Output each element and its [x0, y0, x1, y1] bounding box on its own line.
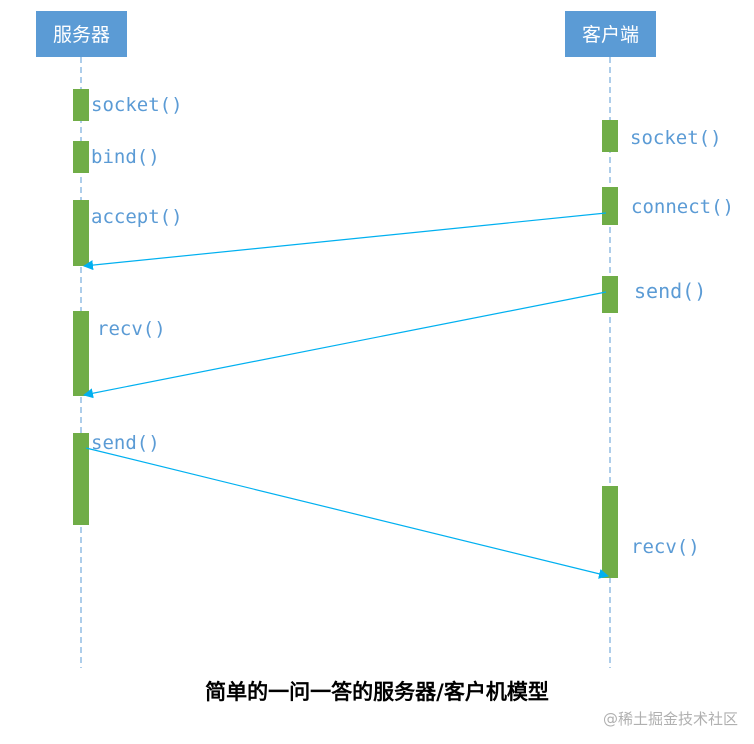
- server-socket-activation: [73, 89, 89, 121]
- watermark: @稀土掘金技术社区: [602, 710, 738, 728]
- client-recv-label: recv(): [631, 536, 700, 558]
- server-accept-label: accept(): [91, 206, 183, 228]
- client-connect-activation: [602, 187, 618, 225]
- diagram-caption: 简单的一问一答的服务器/客户机模型: [205, 679, 549, 704]
- client-socket-label: socket(): [630, 127, 722, 149]
- connect-message-arrow: [83, 212, 607, 271]
- client-send-label: send(): [634, 279, 706, 303]
- client-header-label: 客户端: [582, 24, 639, 46]
- client-header: 客户端: [565, 11, 656, 57]
- client-recv-activation: [602, 486, 618, 578]
- server-send-activation: [73, 433, 89, 525]
- server-socket-label: socket(): [91, 94, 183, 116]
- server-send-message-arrow: [85, 447, 609, 579]
- server-recv-activation: [73, 311, 89, 396]
- client-connect-label: connect(): [631, 196, 734, 218]
- server-header-label: 服务器: [53, 24, 110, 46]
- client-send-activation: [602, 276, 618, 313]
- server-bind-activation: [73, 141, 89, 173]
- server-bind-label: bind(): [91, 146, 160, 168]
- server-accept-activation: [73, 200, 89, 266]
- client-socket-activation: [602, 120, 618, 152]
- client-send-message-arrow: [83, 291, 607, 399]
- server-header: 服务器: [36, 11, 127, 57]
- server-recv-label: recv(): [97, 318, 166, 340]
- server-send-label: send(): [91, 432, 160, 454]
